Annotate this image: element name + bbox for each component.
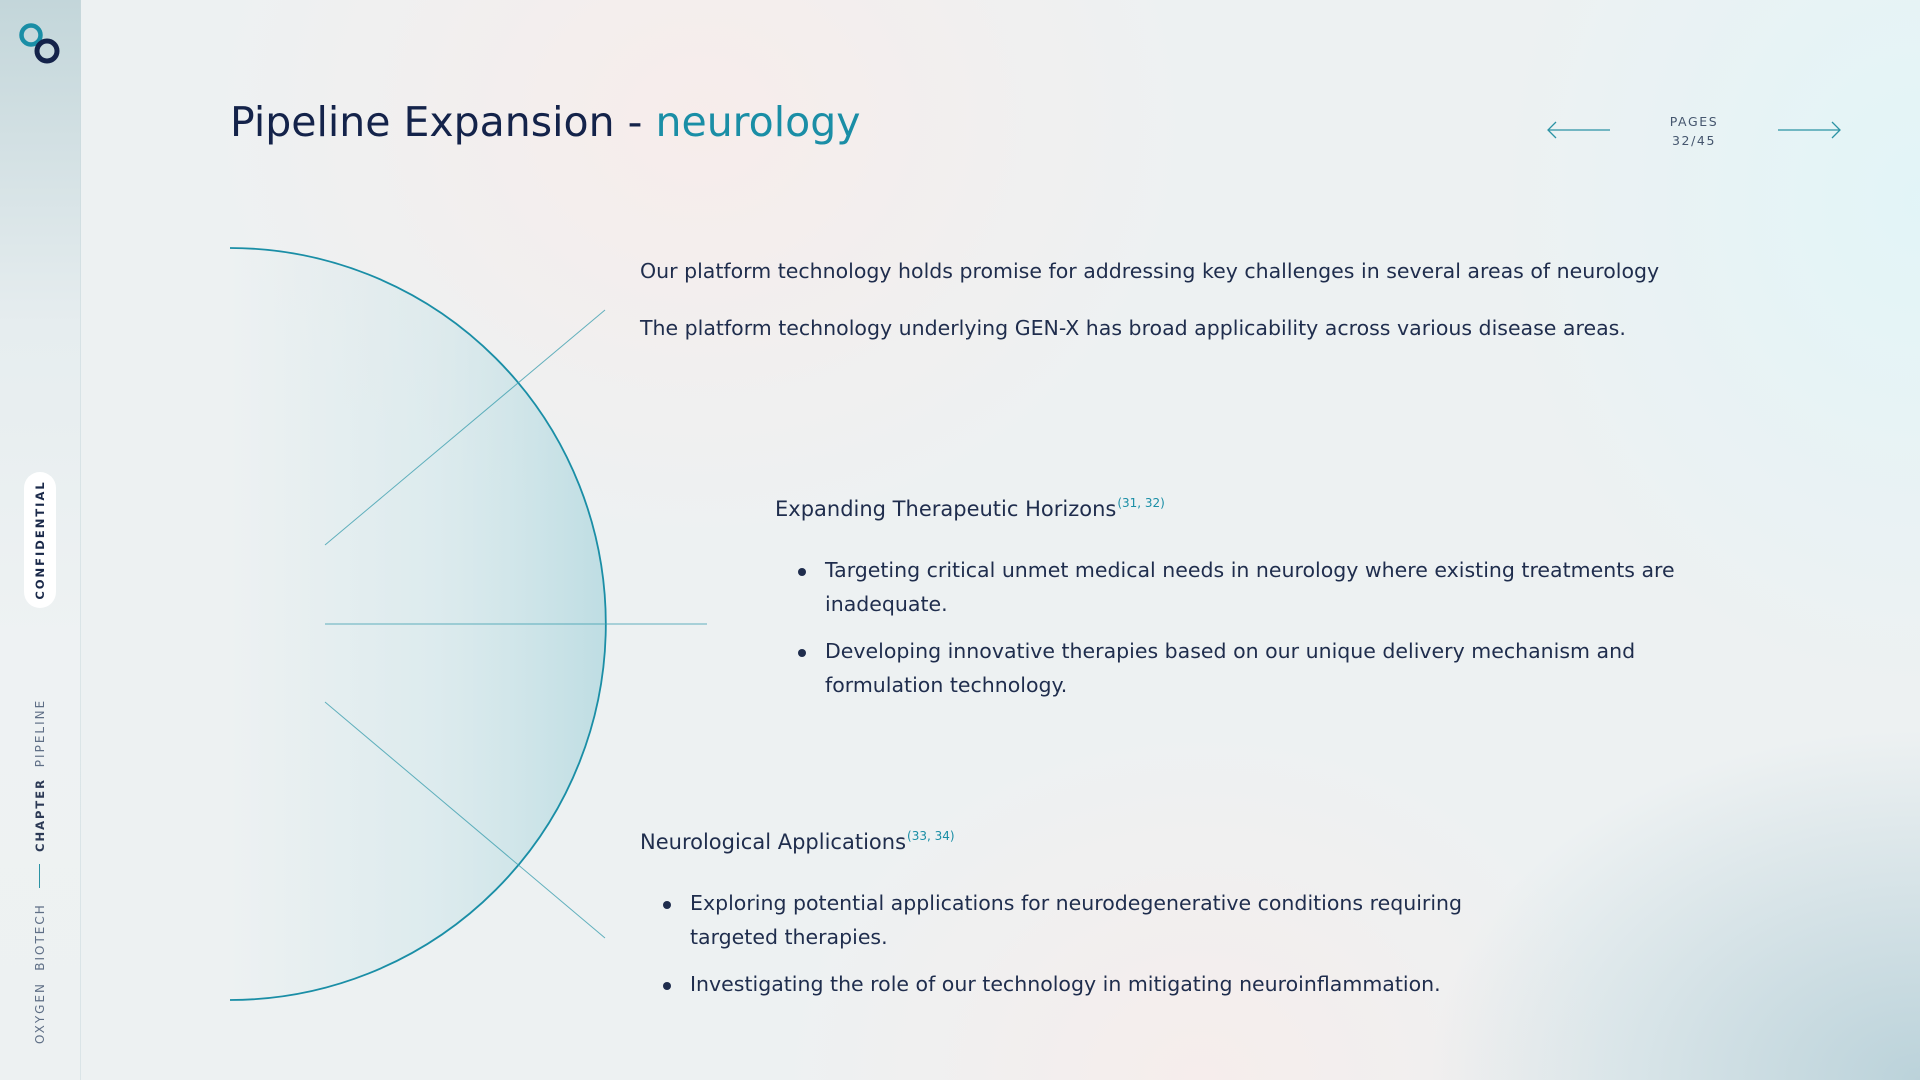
section-1-list: Targeting critical unmet medical needs i…: [775, 553, 1675, 715]
section-1-heading: Expanding Therapeutic Horizons: [775, 497, 1117, 521]
section-heading-neurological: Neurological Applications(33, 34): [640, 829, 955, 854]
pager-label: PAGES: [1669, 114, 1719, 129]
list-item: Developing innovative therapies based on…: [775, 634, 1675, 702]
chapter-name: PIPELINE: [33, 698, 47, 768]
section-2-list: Exploring potential applications for neu…: [640, 886, 1480, 1014]
section-1-citation: (31, 32): [1117, 496, 1165, 510]
list-item: Investigating the role of our technology…: [640, 967, 1480, 1001]
confidential-badge: [24, 472, 56, 608]
chapter-label: CHAPTER: [33, 778, 47, 852]
intro-paragraph-2: The platform technology underlying GEN-X…: [640, 316, 1626, 340]
sidebar-divider: [39, 864, 40, 888]
section-heading-therapeutic: Expanding Therapeutic Horizons(31, 32): [775, 496, 1165, 521]
section-2-heading: Neurological Applications: [640, 830, 907, 854]
intro-paragraph-1: Our platform technology holds promise fo…: [640, 259, 1660, 283]
sidebar: CONFIDENTIAL PIPELINE CHAPTER BIOTECH OX…: [0, 0, 81, 1080]
page-indicator: PAGES 32/45: [1644, 112, 1744, 150]
brand-secondary: BIOTECH: [33, 903, 47, 971]
double-ring-logo-icon[interactable]: [18, 20, 64, 66]
title-main: Pipeline Expansion -: [230, 98, 656, 146]
section-2-citation: (33, 34): [907, 829, 955, 843]
confidential-label: CONFIDENTIAL: [33, 480, 47, 600]
list-item: Exploring potential applications for neu…: [640, 886, 1480, 954]
title-accent: neurology: [655, 98, 861, 146]
arrow-left-icon[interactable]: [1546, 118, 1612, 142]
arrow-right-icon[interactable]: [1776, 118, 1842, 142]
brand-primary: OXYGEN: [33, 981, 47, 1045]
list-item: Targeting critical unmet medical needs i…: [775, 553, 1675, 621]
pager-count: 32/45: [1671, 133, 1717, 148]
page-title: Pipeline Expansion - neurology: [230, 98, 860, 146]
